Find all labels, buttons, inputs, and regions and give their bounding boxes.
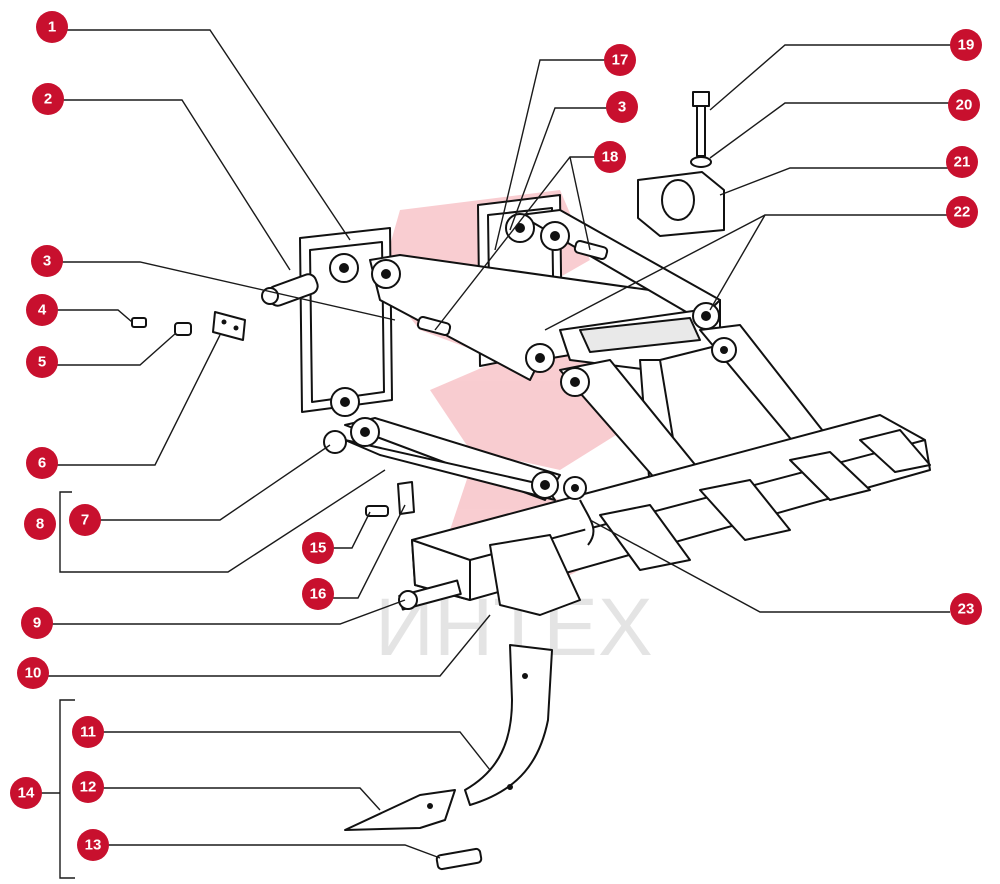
callout-2: 2: [32, 83, 64, 115]
callout-3-left: 3: [31, 245, 63, 277]
callout-14: 14: [10, 777, 42, 809]
callout-9: 9: [21, 607, 53, 639]
svg-text:9: 9: [33, 615, 41, 632]
svg-text:10: 10: [25, 665, 42, 682]
svg-text:8: 8: [36, 516, 44, 533]
callout-22: 22: [946, 196, 978, 228]
svg-text:5: 5: [38, 354, 46, 371]
svg-text:21: 21: [954, 154, 971, 171]
svg-text:3: 3: [618, 99, 626, 116]
svg-text:2: 2: [44, 91, 52, 108]
svg-text:16: 16: [310, 586, 327, 603]
svg-text:17: 17: [612, 52, 629, 69]
callout-18: 18: [594, 141, 626, 173]
svg-text:13: 13: [85, 837, 102, 854]
callout-4: 4: [26, 294, 58, 326]
callout-8: 8: [24, 508, 56, 540]
callout-7: 7: [69, 504, 101, 536]
svg-text:22: 22: [954, 204, 971, 221]
callout-21: 21: [946, 146, 978, 178]
callout-23: 23: [950, 593, 982, 625]
shank-assembly: [344, 644, 553, 871]
small-hardware: [131, 91, 725, 546]
callout-13: 13: [77, 829, 109, 861]
leader-lines: [40, 29, 952, 879]
callout-3-right: 3: [606, 91, 638, 123]
callout-11: 11: [72, 716, 104, 748]
svg-text:11: 11: [80, 724, 96, 741]
callout-12: 12: [72, 771, 104, 803]
frame-assembly: [261, 194, 931, 616]
callout-15: 15: [302, 532, 334, 564]
svg-text:3: 3: [43, 253, 51, 270]
callout-6: 6: [26, 447, 58, 479]
svg-text:6: 6: [38, 455, 46, 472]
callout-17: 17: [604, 44, 636, 76]
svg-text:7: 7: [81, 512, 89, 529]
svg-text:15: 15: [310, 540, 327, 557]
svg-text:20: 20: [956, 97, 973, 114]
shank-holders: [489, 429, 931, 616]
svg-text:14: 14: [18, 785, 35, 802]
callout-10: 10: [17, 657, 49, 689]
svg-text:4: 4: [38, 302, 47, 319]
callout-20: 20: [948, 89, 980, 121]
svg-text:23: 23: [958, 601, 975, 618]
callout-5: 5: [26, 346, 58, 378]
svg-text:19: 19: [958, 37, 975, 54]
svg-text:1: 1: [48, 19, 56, 36]
callout-19: 19: [950, 29, 982, 61]
callout-16: 16: [302, 578, 334, 610]
svg-text:18: 18: [602, 149, 619, 166]
callout-1: 1: [36, 11, 68, 43]
svg-text:12: 12: [80, 779, 97, 796]
callouts: 1 2 3 3 4 5 6 7 8 9 10 11 12 13 14 15 16…: [10, 11, 982, 861]
